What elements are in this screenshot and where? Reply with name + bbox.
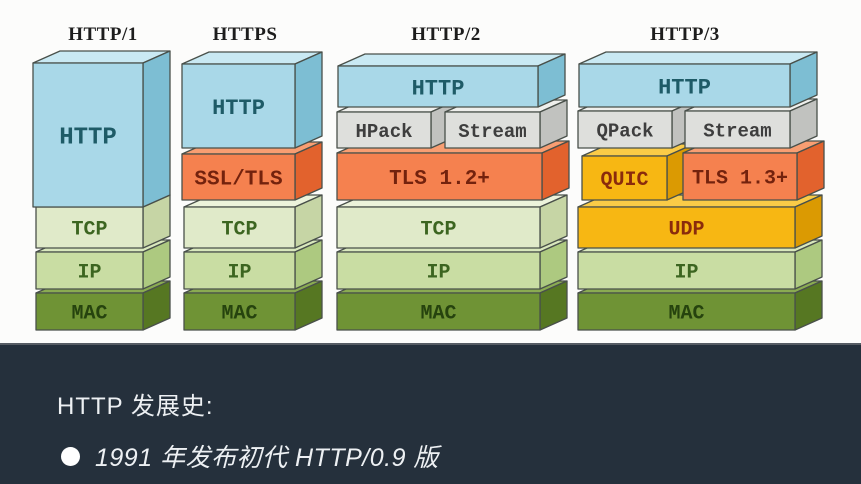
http3-udp-layer-front-face — [577, 206, 796, 249]
http1-http-layer-label: HTTP — [59, 125, 117, 152]
https-tcp-layer-front-face — [183, 206, 296, 249]
http1-ip-layer-label: IP — [77, 262, 101, 285]
http2-tls-layer: TLS 1.2+ — [336, 140, 570, 201]
http2-http-layer: HTTP — [337, 53, 566, 108]
https-tcp-layer: TCP — [183, 194, 323, 249]
http1-tcp-layer-label: TCP — [71, 219, 107, 242]
http2-tls-layer-label: TLS 1.2+ — [389, 168, 490, 191]
http2-mac-layer-front-face — [336, 292, 541, 331]
https-ip-layer-front-face — [183, 251, 296, 290]
https-http-layer-front-face — [181, 63, 296, 149]
http2-http-layer-label: HTTP — [412, 76, 465, 101]
column-title-http2: HTTP/2 — [411, 24, 481, 45]
http1-mac-layer: MAC — [35, 280, 171, 331]
http2-tcp-layer-label: TCP — [420, 219, 456, 242]
column-title-http1: HTTP/1 — [68, 24, 138, 45]
https-http-layer-side-face — [294, 51, 323, 149]
https-ssltls-layer-label: SSL/TLS — [194, 169, 282, 192]
http3-udp-layer-label: UDP — [668, 219, 704, 242]
http2-stream-layer-front-face — [444, 111, 541, 149]
http3-mac-layer-label: MAC — [668, 303, 704, 326]
caption-heading: HTTP 发展史: — [57, 393, 214, 420]
http2-stream-layer-label: Stream — [458, 121, 526, 143]
http3-quic-layer-front-face — [581, 155, 668, 201]
http3-quic-layer: QUIC — [581, 143, 695, 201]
http1-http-layer-side-face — [142, 50, 171, 208]
column-title-https: HTTPS — [213, 24, 278, 45]
http1-http-layer-front-face — [32, 62, 144, 208]
http1-mac-layer-front-face — [35, 292, 144, 331]
http3-qpack-layer-front-face — [577, 110, 673, 149]
http3-quic-layer-label: QUIC — [600, 169, 648, 192]
http2-mac-layer-label: MAC — [420, 303, 456, 326]
http3-stream-layer-label: Stream — [703, 120, 771, 142]
http1-tcp-layer-front-face — [35, 206, 144, 249]
http3-tls-layer-front-face — [682, 152, 798, 201]
http2-hpack-layer-label: HPack — [355, 121, 412, 143]
https-ip-layer-label: IP — [227, 262, 251, 285]
http2-http-layer-top-face — [337, 53, 566, 67]
http2-tcp-layer: TCP — [336, 194, 568, 249]
http3-mac-layer-front-face — [577, 292, 796, 331]
http1-mac-layer-label: MAC — [71, 303, 107, 326]
bullet-text: 1991 年发布初代 HTTP/0.9 版 — [95, 444, 439, 472]
https-ip-layer: IP — [183, 239, 323, 290]
http3-http-layer-top-face — [578, 51, 818, 65]
http3-ip-layer-front-face — [577, 251, 796, 290]
http2-hpack-layer-front-face — [336, 111, 432, 149]
https-http-layer: HTTP — [181, 51, 323, 149]
http2-ip-layer-front-face — [336, 251, 541, 290]
http1-ip-layer-front-face — [35, 251, 144, 290]
https-mac-layer-label: MAC — [221, 303, 257, 326]
http3-qpack-layer-label: QPack — [596, 120, 653, 142]
https-ssltls-layer: SSL/TLS — [181, 141, 323, 201]
caption-panel: HTTP 发展史: 1991 年发布初代 HTTP/0.9 版 — [0, 343, 861, 484]
https-http-layer-label: HTTP — [212, 96, 265, 121]
bullet-item: 1991 年发布初代 HTTP/0.9 版 — [61, 438, 439, 474]
http3-http-layer-label: HTTP — [658, 75, 711, 100]
https-mac-layer-front-face — [183, 292, 296, 331]
http3-ip-layer-label: IP — [674, 262, 698, 285]
http3-tls-layer-label: TLS 1.3+ — [692, 168, 788, 191]
http2-ip-layer-label: IP — [426, 262, 450, 285]
https-tcp-layer-label: TCP — [221, 219, 257, 242]
https-ssltls-layer-front-face — [181, 153, 296, 201]
http2-http-layer-front-face — [337, 65, 539, 108]
http2-tls-layer-front-face — [336, 152, 543, 201]
column-title-http3: HTTP/3 — [650, 24, 720, 45]
http2-tcp-layer-front-face — [336, 206, 541, 249]
http3-http-layer-front-face — [578, 63, 791, 108]
bullet-dot-icon — [61, 446, 80, 466]
http3-stream-layer-front-face — [684, 110, 791, 149]
http3-udp-layer: UDP — [577, 194, 823, 249]
http3-http-layer: HTTP — [578, 51, 818, 108]
http3-tls-layer: TLS 1.3+ — [682, 140, 825, 201]
http1-http-layer: HTTP — [32, 50, 171, 208]
